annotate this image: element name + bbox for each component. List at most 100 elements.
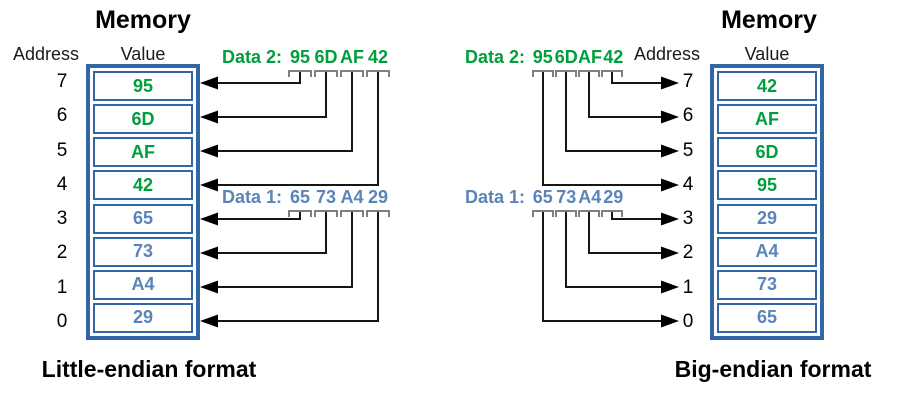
address-label: 0 bbox=[56, 310, 68, 332]
memory-cell: 65 bbox=[717, 302, 817, 333]
memory-table-right: 42 AF 6D 95 29 A4 73 65 bbox=[710, 64, 824, 340]
pair-bracket bbox=[578, 210, 600, 217]
pair-bracket bbox=[366, 210, 390, 217]
address-label: 1 bbox=[682, 276, 694, 298]
address-header-right: Address bbox=[633, 44, 701, 64]
data2-value-right: 95 6D AF 42 bbox=[531, 47, 625, 68]
pair-bracket bbox=[532, 70, 554, 77]
connector-line bbox=[542, 72, 663, 186]
data1-label-right: Data 1: bbox=[464, 187, 525, 207]
memory-title-right: Memory bbox=[721, 6, 817, 34]
address-column-right: 7 6 5 4 3 2 1 0 bbox=[668, 64, 708, 340]
arrowhead-icon bbox=[200, 110, 218, 124]
memory-cell: 65 bbox=[93, 203, 193, 234]
connector-line bbox=[216, 72, 353, 152]
arrowhead-icon bbox=[661, 76, 679, 90]
hex-pair: 29 bbox=[603, 187, 624, 207]
pair-bracket bbox=[366, 70, 390, 77]
memory-cell: AF bbox=[93, 137, 193, 168]
memory-cell: AF bbox=[717, 104, 817, 135]
address-label: 5 bbox=[56, 139, 68, 161]
arrowhead-icon bbox=[200, 246, 218, 260]
memory-cell: A4 bbox=[717, 236, 817, 267]
hex-pair: 29 bbox=[367, 187, 389, 207]
value-header-right: Value bbox=[744, 44, 790, 64]
memory-title-left: Memory bbox=[95, 6, 191, 34]
data2-value-left: 95 6D AF 42 bbox=[287, 47, 391, 68]
pair-bracket bbox=[314, 210, 338, 217]
value-header-left: Value bbox=[120, 44, 166, 64]
connector-line bbox=[216, 72, 327, 118]
connector-line bbox=[216, 212, 379, 322]
connector-line bbox=[216, 72, 301, 84]
hex-pair: 42 bbox=[367, 47, 389, 67]
address-header-left: Address bbox=[12, 44, 80, 64]
address-label: 2 bbox=[56, 242, 68, 264]
hex-pair: A4 bbox=[578, 187, 602, 207]
data1-value-right: 65 73 A4 29 bbox=[531, 187, 625, 208]
connector-line bbox=[216, 212, 353, 288]
hex-pair: 6D bbox=[554, 47, 578, 67]
arrowhead-icon bbox=[661, 280, 679, 294]
memory-cell: 6D bbox=[717, 137, 817, 168]
connector-line bbox=[565, 212, 663, 288]
memory-cell: 73 bbox=[93, 236, 193, 267]
address-label: 7 bbox=[682, 71, 694, 92]
hex-pair: 95 bbox=[532, 47, 553, 67]
address-label: 6 bbox=[56, 105, 68, 127]
memory-cell: A4 bbox=[93, 269, 193, 300]
pair-bracket bbox=[532, 210, 554, 217]
caption-big-endian: Big-endian format bbox=[674, 356, 872, 382]
hex-pair: 65 bbox=[532, 187, 553, 207]
connector-line bbox=[542, 212, 663, 322]
memory-cell: 95 bbox=[717, 170, 817, 201]
address-label: 4 bbox=[682, 173, 694, 195]
hex-pair: 65 bbox=[289, 187, 311, 207]
arrowhead-icon bbox=[661, 178, 679, 192]
pair-bracket bbox=[340, 210, 364, 217]
hex-pair: 95 bbox=[289, 47, 311, 67]
arrowhead-icon bbox=[661, 314, 679, 328]
pair-bracket bbox=[555, 210, 577, 217]
address-label: 0 bbox=[682, 310, 694, 332]
arrowhead-icon bbox=[661, 144, 679, 158]
address-column-left: 7 6 5 4 3 2 1 0 bbox=[42, 64, 82, 340]
hex-pair: 6D bbox=[314, 47, 338, 67]
data1-value-left: 65 73 A4 29 bbox=[287, 187, 391, 208]
connector-line bbox=[611, 72, 663, 84]
memory-cell: 42 bbox=[93, 170, 193, 201]
connector-line bbox=[216, 72, 379, 186]
address-label: 3 bbox=[56, 208, 68, 230]
memory-cell: 6D bbox=[93, 104, 193, 135]
memory-cell: 73 bbox=[717, 269, 817, 300]
memory-table-left: 95 6D AF 42 65 73 A4 29 bbox=[86, 64, 200, 340]
connector-line bbox=[216, 212, 327, 254]
hex-pair: 42 bbox=[603, 47, 624, 67]
arrowhead-icon bbox=[200, 76, 218, 90]
pair-bracket bbox=[288, 210, 312, 217]
hex-pair: AF bbox=[340, 47, 364, 67]
big-endian-connectors bbox=[532, 70, 679, 328]
arrowhead-icon bbox=[661, 110, 679, 124]
pair-bracket bbox=[288, 70, 312, 77]
address-label: 5 bbox=[682, 139, 694, 161]
pair-bracket bbox=[578, 70, 600, 77]
connector-line bbox=[588, 72, 663, 118]
hex-pair: 73 bbox=[556, 187, 577, 207]
arrowhead-icon bbox=[200, 314, 218, 328]
pair-bracket bbox=[340, 70, 364, 77]
memory-cell: 29 bbox=[93, 302, 193, 333]
connector-line bbox=[611, 212, 663, 220]
address-label: 1 bbox=[56, 276, 68, 298]
memory-cell: 95 bbox=[93, 71, 193, 101]
memory-cell: 29 bbox=[717, 203, 817, 234]
address-label: 4 bbox=[56, 173, 68, 195]
arrowhead-icon bbox=[200, 144, 218, 158]
data2-label-right: Data 2: bbox=[464, 47, 525, 67]
connector-line bbox=[216, 212, 301, 220]
hex-pair: A4 bbox=[340, 187, 364, 207]
hex-pair: 73 bbox=[315, 187, 337, 207]
arrowhead-icon bbox=[661, 246, 679, 260]
address-label: 6 bbox=[682, 105, 694, 127]
